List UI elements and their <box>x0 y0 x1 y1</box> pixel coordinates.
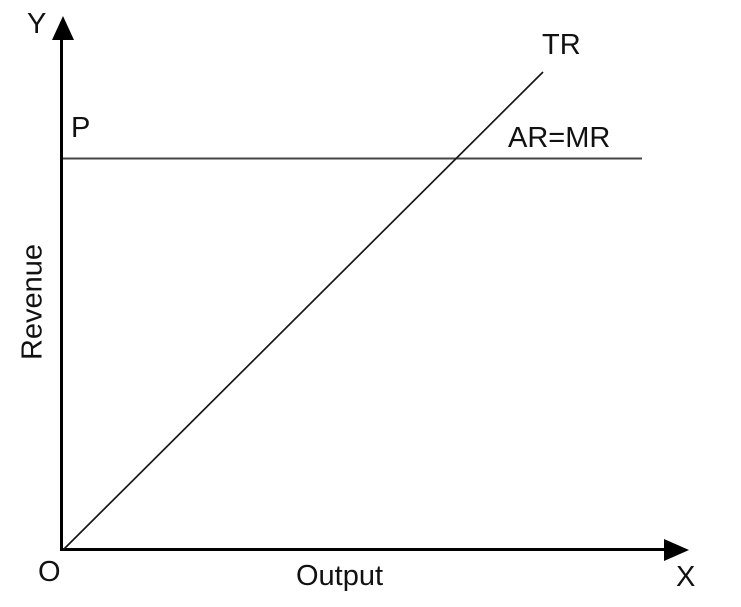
x-axis-title: Output <box>296 560 384 592</box>
x-axis-arrowhead <box>664 539 689 561</box>
tr-curve-label: TR <box>542 29 581 61</box>
price-level-label: P <box>71 112 91 144</box>
y-axis-arrowhead <box>52 16 74 40</box>
ar-mr-curve-label: AR=MR <box>508 122 611 154</box>
y-axis-letter-label: Y <box>27 8 47 40</box>
x-axis-letter-label: X <box>676 561 696 593</box>
tr-line <box>62 71 544 551</box>
y-axis-title: Revenue <box>16 243 49 361</box>
origin-label: O <box>38 556 61 588</box>
